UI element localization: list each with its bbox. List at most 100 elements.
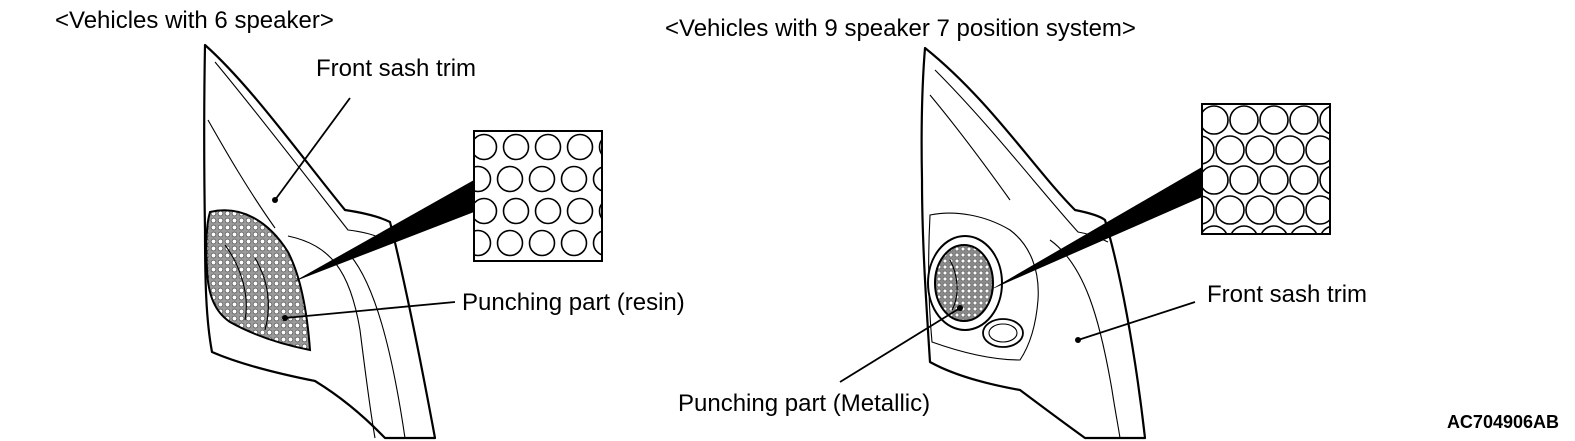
perforation-circle <box>440 135 465 160</box>
perforation-circle <box>560 165 588 193</box>
perforation-circle <box>1289 165 1319 195</box>
perforation-circle <box>1289 105 1319 135</box>
perforation-circle <box>1216 256 1244 284</box>
left-trim-leader <box>274 97 351 201</box>
perforation-circle <box>1186 256 1214 284</box>
perforation-circle <box>566 197 594 225</box>
perforation-circle <box>504 263 529 288</box>
perforation-circle <box>1215 135 1245 165</box>
left-trim-crease-1 <box>287 235 376 439</box>
right-tweeter-slot-inner <box>988 323 1018 343</box>
left-grille-arc-2 <box>254 257 269 331</box>
right-grille-arc <box>949 259 958 311</box>
perforation-circle <box>1230 225 1258 234</box>
perforation-circle <box>496 229 524 257</box>
perforation-circle <box>626 167 651 192</box>
perforation-circle <box>592 166 602 192</box>
perforation-circle <box>534 133 562 161</box>
left-trim-crease-3 <box>207 119 276 229</box>
perforation-circle <box>474 133 498 161</box>
perforation-circle <box>474 197 498 225</box>
right-speaker-bezel <box>928 212 1039 361</box>
perforation-circle <box>474 229 492 257</box>
perforation-circle <box>560 229 588 257</box>
perforation-circle <box>600 263 625 288</box>
perforation-circle <box>502 197 530 225</box>
perforation-circle <box>632 135 657 160</box>
figure-code: AC704906AB <box>1447 412 1559 432</box>
left-punching-label: Punching part (resin) <box>462 289 685 316</box>
left-magnifier-wedge <box>293 180 474 282</box>
left-trim-inner-edge <box>214 61 388 242</box>
perforation-circle <box>536 263 561 288</box>
left-sash-trim-outline <box>203 43 437 440</box>
left-trim-label: Front sash trim <box>316 55 476 82</box>
perforation-circle <box>1306 256 1334 284</box>
perforation-circle <box>1259 105 1289 135</box>
perforation-circle <box>1350 166 1378 194</box>
perforation-circle <box>1305 195 1330 225</box>
perforation-circle <box>434 167 459 192</box>
perforation-circle <box>1259 165 1289 195</box>
perforation-circle <box>1202 225 1228 234</box>
perforation-circle <box>1215 195 1245 225</box>
perforation-circle <box>1202 105 1229 135</box>
perforation-circle <box>1229 105 1259 135</box>
right-punching-label: Punching part (Metallic) <box>678 390 930 417</box>
left-punching-area <box>205 209 312 352</box>
perforation-circle <box>566 133 594 161</box>
perforation-circle <box>1202 195 1215 225</box>
left-magnifier-inset <box>434 130 657 320</box>
perforation-circle <box>1305 135 1330 165</box>
perforation-circle <box>1156 136 1184 164</box>
perforation-circle <box>1336 136 1364 164</box>
left-trim-crease-2 <box>349 254 406 439</box>
perforation-circle <box>1170 106 1198 134</box>
perforation-circle <box>1350 106 1378 134</box>
perforation-circle <box>528 165 556 193</box>
left-caption: <Vehicles with 6 speaker> <box>55 7 334 34</box>
perforation-circle <box>592 230 602 256</box>
perforation-circle <box>1202 165 1229 195</box>
perforation-circle <box>502 133 530 161</box>
left-punching-leader-dot <box>282 315 288 321</box>
perforation-circle <box>434 295 459 320</box>
perforation-circle <box>1276 256 1304 284</box>
perforation-circle <box>534 197 562 225</box>
perforation-circle <box>1229 165 1259 195</box>
perforation-circle <box>434 231 459 256</box>
perforation-circle <box>632 263 657 288</box>
right-trim-crease-1 <box>1049 239 1121 439</box>
perforation-circle <box>598 202 602 220</box>
right-panel: <Vehicles with 9 speaker 7 position syst… <box>665 15 1378 440</box>
perforation-circle <box>1170 226 1198 254</box>
perforation-circle <box>1260 225 1288 234</box>
perforation-circle <box>474 165 492 193</box>
right-trim-leader <box>1077 301 1196 341</box>
right-magnifier-inset <box>1156 103 1378 284</box>
perforation-circle <box>1275 195 1305 225</box>
perforation-circle <box>1245 135 1275 165</box>
perforation-circle <box>568 263 593 288</box>
perforation-circle <box>1319 165 1330 195</box>
right-punching-leader-dot <box>957 305 963 311</box>
left-punching-leader <box>284 301 456 319</box>
perforation-circle <box>626 231 651 256</box>
right-sash-trim-outline <box>920 46 1147 440</box>
right-trim-leader-dot <box>1075 337 1081 343</box>
perforation-circle <box>1202 135 1215 165</box>
right-tweeter-slot <box>982 318 1024 348</box>
left-grille-arc <box>224 244 247 321</box>
perforation-circle <box>1246 256 1274 284</box>
perforation-circle <box>1275 135 1305 165</box>
perforation-circle <box>1156 256 1184 284</box>
right-punching-leader <box>839 307 961 383</box>
perforation-circle <box>598 138 602 156</box>
right-magnifier-wedge <box>990 167 1202 290</box>
perforation-circle <box>472 263 497 288</box>
perforation-circle <box>1290 225 1318 234</box>
perforation-circle <box>632 199 657 224</box>
left-panel: <Vehicles with 6 speaker> Front sash tri… <box>55 7 685 440</box>
perforation-circle <box>528 229 556 257</box>
